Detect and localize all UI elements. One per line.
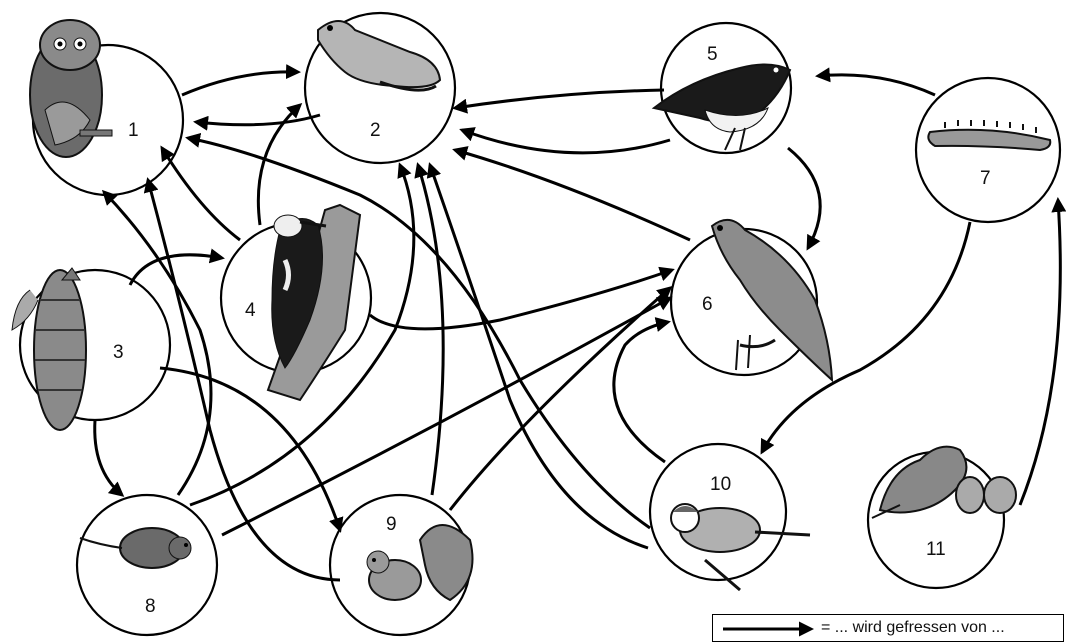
arrow-7-to-5	[815, 67, 936, 97]
node-label-7: 7	[980, 168, 991, 189]
node-label-11: 11	[926, 539, 946, 560]
owl-icon	[29, 19, 113, 158]
arrow-8-to-1	[101, 189, 213, 496]
arrow-10-to-1	[185, 132, 651, 530]
node-label-3: 3	[113, 342, 124, 363]
arrow-5-to-2	[452, 88, 665, 114]
arrow-4-to-6	[369, 266, 675, 331]
node-label-8: 8	[145, 596, 156, 617]
node-circle-7	[914, 76, 1062, 224]
arrow-3-to-8	[93, 419, 125, 497]
spruce-cone-icon	[11, 267, 87, 431]
arrows	[93, 64, 1066, 582]
node-label-10: 10	[710, 474, 731, 495]
node-label-2: 2	[370, 120, 381, 141]
oak-leaf-acorn-icon	[871, 445, 1017, 519]
legend-arrow-icon	[723, 621, 814, 637]
legend: = ... wird gefressen von ...	[712, 614, 1064, 642]
weasel-icon	[317, 20, 442, 92]
woodpecker-icon	[266, 203, 362, 402]
node-label-9: 9	[386, 514, 397, 535]
arrow-10-to-6	[612, 317, 671, 464]
arrow-3-to-9	[159, 366, 344, 533]
node-label-5: 5	[707, 44, 718, 65]
arrow-4-to-1	[160, 145, 241, 242]
legend-text: = ... wird gefressen von ...	[821, 619, 1005, 636]
arrow-5-to-6	[787, 146, 822, 251]
arrow-7-to-10	[760, 221, 972, 455]
mouse-icon	[79, 527, 192, 569]
arrow-4-to-2	[256, 102, 303, 226]
arrow-1-to-2	[181, 64, 301, 97]
arrow-11-to-7	[1018, 197, 1066, 506]
arrow-3-to-4	[128, 248, 225, 286]
arrow-10-to-2	[426, 162, 649, 550]
caterpillar-icon	[927, 120, 1052, 152]
arrow-9-to-1	[143, 177, 341, 582]
arrow-8-to-2	[189, 162, 416, 507]
node-label-1: 1	[128, 120, 139, 141]
arrow-2-to-1	[193, 113, 321, 131]
arrow-5b-to-2	[459, 127, 671, 155]
node-label-4: 4	[245, 300, 256, 321]
arrow-9-to-2	[414, 162, 445, 496]
arrow-8-to-6	[221, 296, 673, 537]
sparrowhawk-icon	[710, 219, 834, 383]
blue-tit-icon	[670, 503, 811, 592]
flycatcher-icon	[651, 63, 792, 151]
squirrel-icon	[366, 524, 474, 602]
node-label-6: 6	[702, 294, 713, 315]
arrow-6-to-2	[452, 146, 691, 242]
